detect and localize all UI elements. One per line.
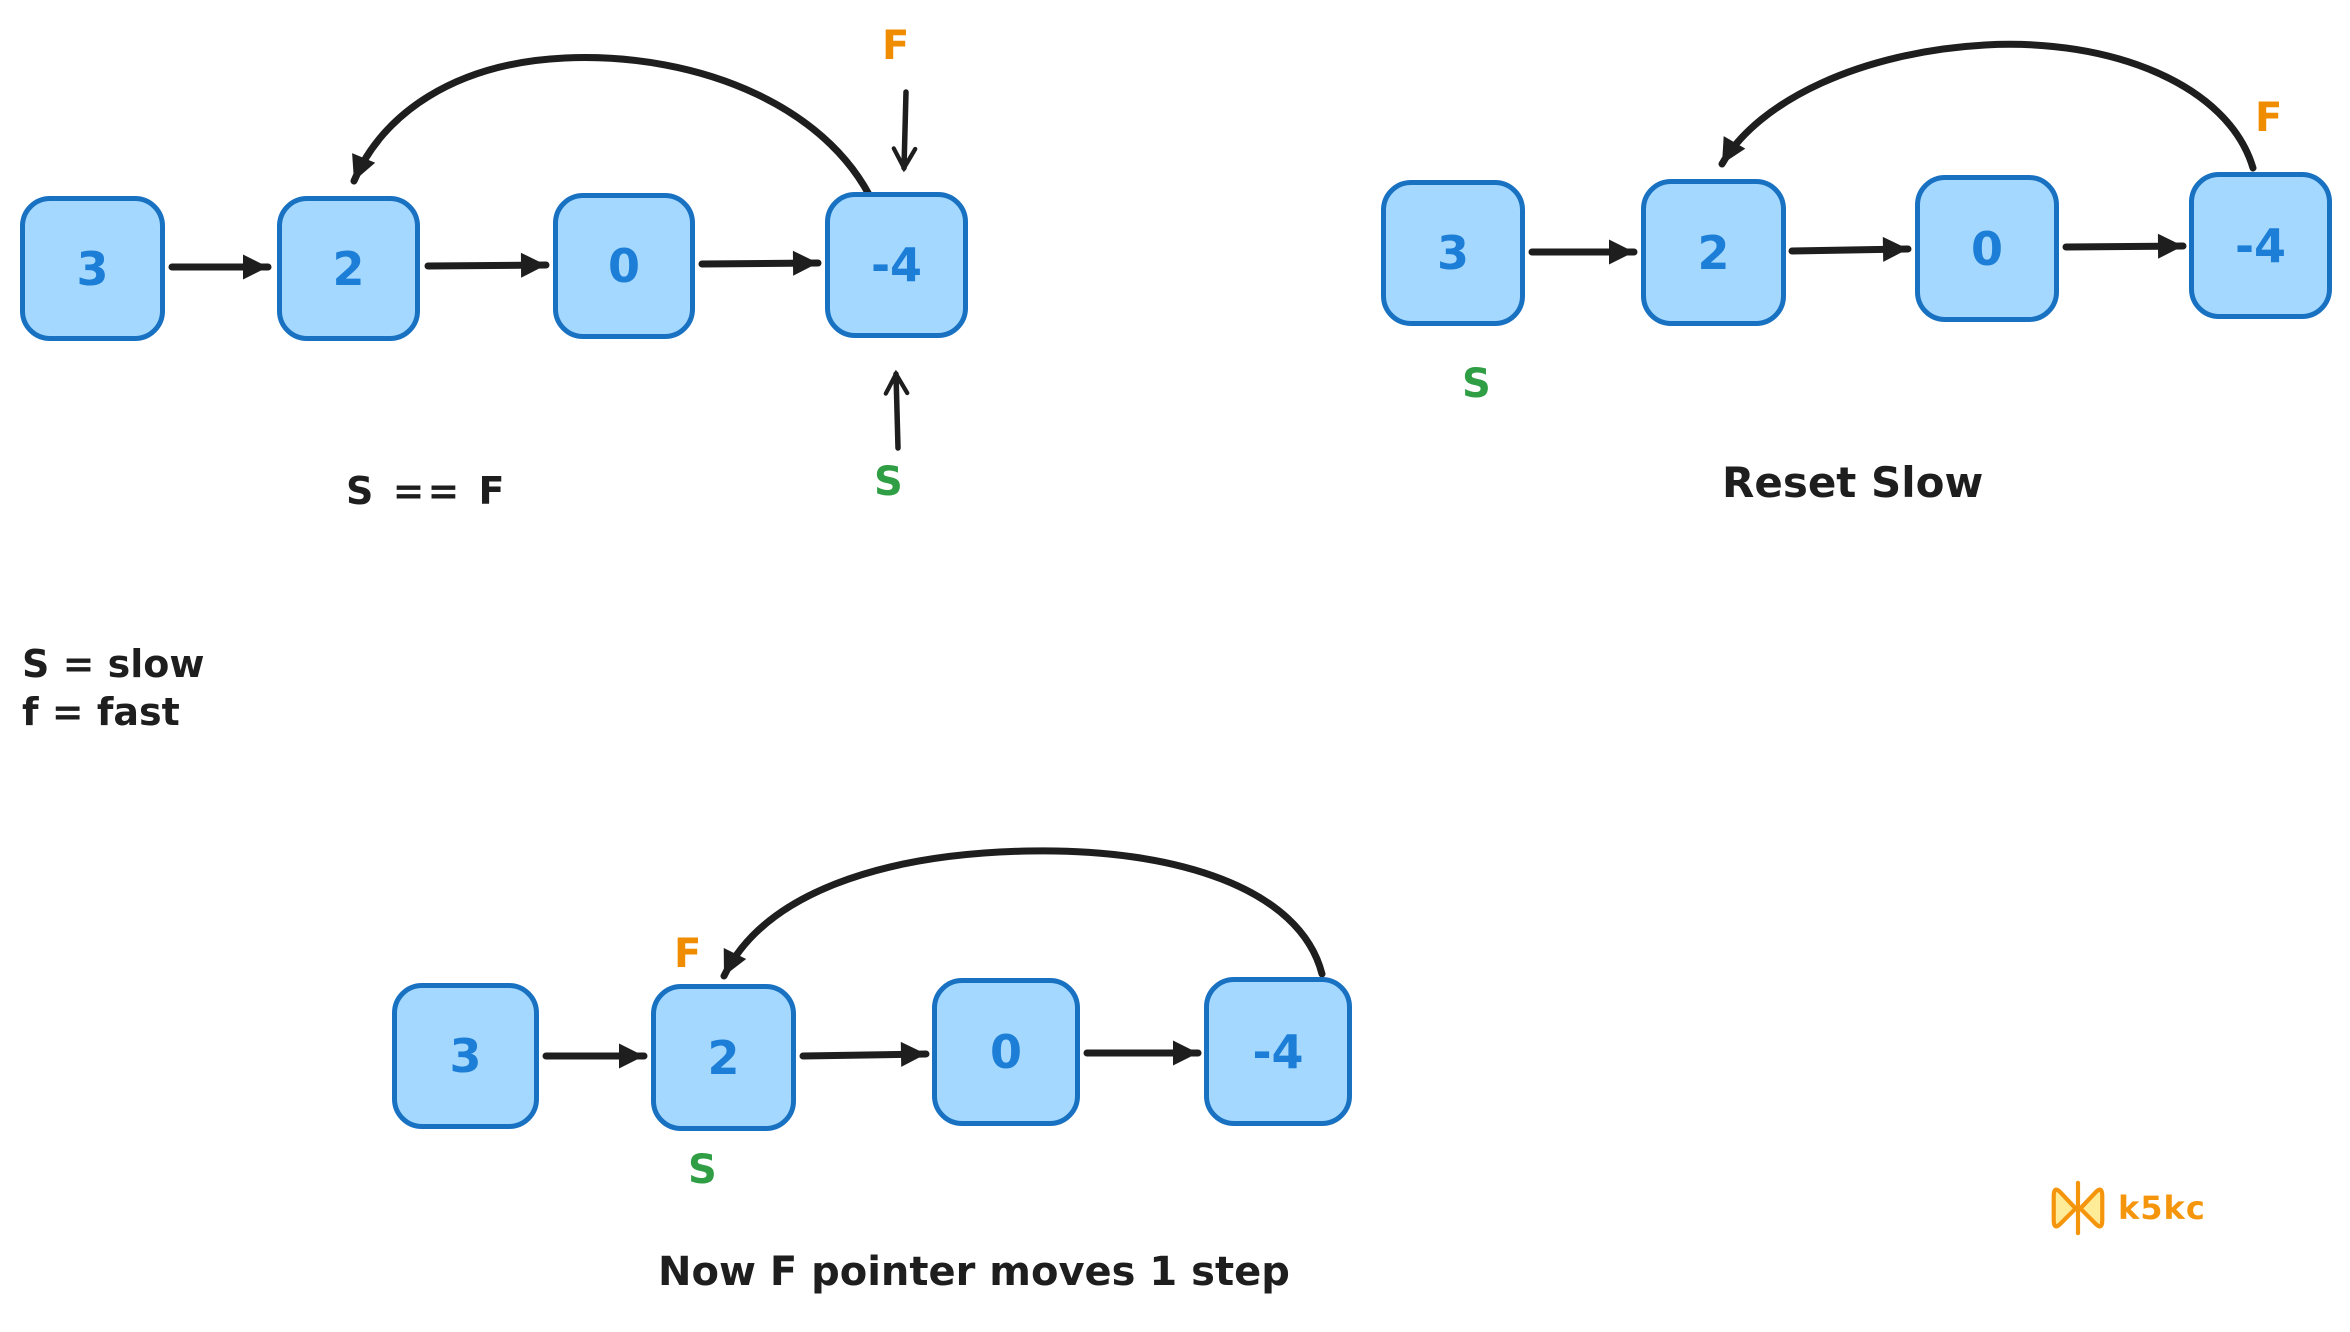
node-value-2: 2 xyxy=(277,196,420,341)
slow-pointer-arrow xyxy=(896,374,898,451)
fast-pointer-label: F xyxy=(674,931,702,977)
butterfly-icon xyxy=(2051,1180,2105,1236)
node-value-2: 2 xyxy=(651,984,796,1131)
link-arrow xyxy=(1788,236,1912,262)
caption-fast-moves: Now F pointer moves 1 step xyxy=(658,1249,1290,1295)
fast-pointer-label: F xyxy=(2255,95,2283,141)
fast-pointer-label: F xyxy=(882,23,910,69)
brand-watermark: k5kc xyxy=(2050,1180,2206,1236)
fast-pointer-arrow xyxy=(904,89,906,168)
link-arrow xyxy=(799,1041,930,1067)
node-value-2: 2 xyxy=(1641,179,1786,326)
cycle-arrow xyxy=(720,847,1326,980)
node-value-0: 0 xyxy=(553,193,695,339)
node-value-neg4: -4 xyxy=(1204,977,1352,1126)
node-value-neg4: -4 xyxy=(825,192,968,338)
caption-pointers-meet: S == F xyxy=(346,469,508,513)
node-value-3: 3 xyxy=(392,983,539,1129)
node-value-3: 3 xyxy=(20,196,165,341)
brand-name: k5kc xyxy=(2118,1189,2206,1227)
caption-reset-slow: Reset Slow xyxy=(1722,458,1984,507)
node-value-3: 3 xyxy=(1381,180,1525,326)
node-value-0: 0 xyxy=(932,978,1080,1126)
slow-pointer-label: S xyxy=(874,459,903,505)
link-arrow xyxy=(698,250,822,276)
legend: S = slow f = fast xyxy=(22,640,205,736)
slow-pointer-label: S xyxy=(688,1147,717,1193)
node-value-neg4: -4 xyxy=(2189,172,2332,319)
cycle-arrow xyxy=(350,54,882,218)
node-value-0: 0 xyxy=(1915,175,2059,322)
legend-slow-line: S = slow xyxy=(22,642,205,686)
link-arrow xyxy=(424,252,550,278)
legend-fast-line: f = fast xyxy=(22,690,180,734)
link-arrow xyxy=(2062,233,2187,259)
cycle-arrow xyxy=(1718,40,2257,172)
slow-pointer-label: S xyxy=(1462,361,1491,407)
